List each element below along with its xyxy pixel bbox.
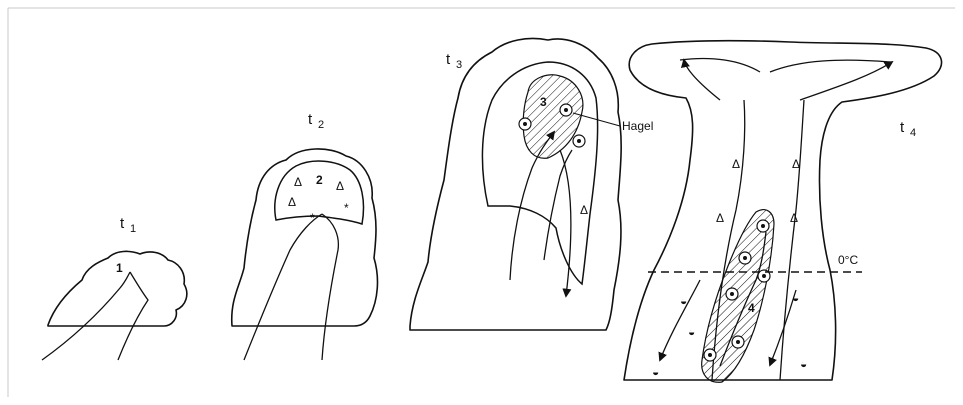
anvil-outflow-top-right-t4 xyxy=(770,60,890,72)
ice-crystal-1-t3: Δ xyxy=(580,203,588,217)
rain-drop-2-t4: ◒ xyxy=(792,291,799,305)
hailstone-core-2-t3 xyxy=(564,108,568,112)
cell-number-t1: 1 xyxy=(116,261,123,275)
stage-label-t2: t xyxy=(308,111,313,128)
hail-label: Hagel xyxy=(622,119,653,133)
anvil-outflow-right-t4 xyxy=(800,62,892,100)
ice-crystal-1-t4: Δ xyxy=(732,157,740,171)
hailstone-core-3-t4 xyxy=(762,274,766,278)
stage-t2: Δ Δ Δ * * 2 t 2 xyxy=(232,111,378,360)
stage-t3: Δ 3 Hagel t 3 xyxy=(410,39,653,331)
anvil-outflow-left-t4 xyxy=(684,60,720,100)
freezing-level-label: 0°C xyxy=(838,253,858,267)
updraft-line-left-t2 xyxy=(244,214,322,360)
stage-sub-t4: 4 xyxy=(910,127,916,139)
stage-sub-t2: 2 xyxy=(318,119,324,131)
stage-label-t1: t xyxy=(120,215,125,232)
cell-number-t4: 4 xyxy=(748,301,755,315)
ice-crystal-3-t4: Δ xyxy=(716,211,724,225)
rain-drop-5-t4: ◒ xyxy=(800,357,807,371)
rain-drop-3-t4: ◒ xyxy=(688,325,695,339)
rain-drop-1-t4: ◒ xyxy=(680,294,687,308)
snow-flake-1-t2: * xyxy=(310,211,315,225)
glaciation-zone-t2 xyxy=(275,161,364,224)
ice-crystal-3-t2: Δ xyxy=(288,195,296,209)
cell-number-t2: 2 xyxy=(316,173,323,187)
ice-crystal-1-t2: Δ xyxy=(294,175,302,189)
hailstone-core-1-t3 xyxy=(523,122,527,126)
hailstone-core-2-t4 xyxy=(743,256,747,260)
hailstone-core-3-t3 xyxy=(577,139,581,143)
stage-label-t3: t xyxy=(446,51,451,68)
updraft-line-right-t2 xyxy=(322,214,338,360)
updraft-line-left-t1 xyxy=(42,272,130,360)
hailstone-core-4-t4 xyxy=(730,292,734,296)
stage-sub-t3: 3 xyxy=(456,59,462,71)
hailstone-core-6-t4 xyxy=(708,353,712,357)
ice-crystal-4-t4: Δ xyxy=(790,211,798,225)
stage-t4: Δ Δ Δ Δ ◒ ◒ ◒ ◒ ◒ 0°C 4 t 4 xyxy=(624,41,942,383)
ice-crystal-2-t4: Δ xyxy=(792,157,800,171)
stage-label-t4: t xyxy=(900,119,905,136)
hailstone-core-5-t4 xyxy=(736,340,740,344)
snow-flake-2-t2: * xyxy=(344,201,349,215)
tower-inner-line-right-t4 xyxy=(780,100,804,380)
hailstone-core-1-t4 xyxy=(761,224,765,228)
anvil-outflow-top-left-t4 xyxy=(680,59,760,73)
cell-number-t3: 3 xyxy=(540,95,547,109)
stage-t1: 1 t 1 xyxy=(42,215,187,360)
rain-drop-4-t4: ◒ xyxy=(652,365,659,379)
ice-crystal-2-t2: Δ xyxy=(336,179,344,193)
stage-sub-t1: 1 xyxy=(130,223,136,235)
downdraft-line-left-t4 xyxy=(660,280,700,360)
